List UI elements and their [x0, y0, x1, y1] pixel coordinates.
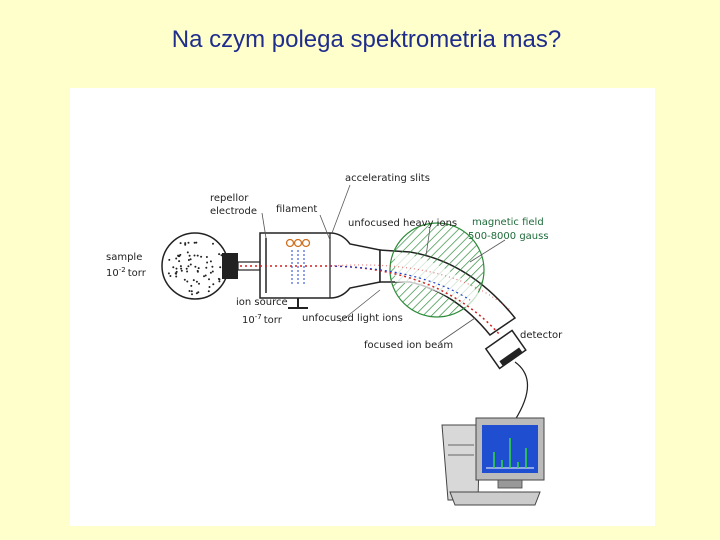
gas-particle — [187, 265, 190, 268]
gas-particle — [209, 260, 212, 263]
gas-particle — [188, 290, 191, 292]
gas-particle — [180, 267, 183, 270]
gas-particle — [175, 272, 178, 275]
gas-particle — [196, 269, 199, 272]
gas-particle — [212, 283, 215, 286]
gas-particle — [212, 242, 214, 245]
gas-particle — [189, 258, 192, 261]
label-electrode: electrode — [210, 206, 257, 217]
label-field-strength: 500-8000 gauss — [468, 231, 549, 242]
computer-monitor-icon — [441, 417, 545, 506]
gas-particle — [168, 258, 171, 261]
gas-particle — [175, 257, 178, 260]
diagram-panel — [70, 88, 655, 526]
gas-particle — [180, 269, 183, 272]
gas-particle — [200, 255, 203, 258]
gas-particle — [175, 275, 178, 278]
label-sample: sample — [106, 252, 142, 263]
gas-particle — [204, 274, 207, 277]
gas-particle — [189, 263, 192, 266]
gas-particle — [178, 260, 181, 263]
gas-particle — [187, 259, 190, 261]
gas-particle — [184, 242, 187, 245]
gas-particle — [172, 266, 175, 269]
gas-particle — [193, 254, 196, 257]
gas-particle — [209, 271, 212, 274]
gas-particle — [211, 270, 214, 273]
gas-particle — [197, 267, 200, 270]
sample-gas-dots — [167, 241, 223, 296]
filament — [285, 238, 311, 285]
label-repellor: repellor — [210, 193, 249, 204]
label-focused-ion-beam: focused ion beam — [364, 340, 453, 351]
gas-particle — [193, 241, 196, 244]
gas-particle — [206, 261, 209, 264]
label-unfocused-light-ions: unfocused light ions — [302, 313, 403, 324]
gas-particle — [179, 242, 182, 245]
gas-particle — [211, 265, 214, 268]
gas-particle — [175, 267, 178, 270]
pointer-lines — [261, 184, 506, 343]
focused-ion-beam — [240, 265, 501, 336]
gas-particle — [205, 256, 208, 258]
gas-particle — [190, 284, 193, 287]
gas-particle — [197, 291, 200, 294]
label-magnetic-field: magnetic field — [472, 217, 544, 228]
gas-particle — [208, 278, 210, 281]
gas-particle — [195, 280, 198, 283]
gas-particle — [190, 290, 193, 293]
label-accelerating-slits: accelerating slits — [345, 173, 430, 184]
gas-particle — [218, 278, 221, 281]
gas-particle — [186, 251, 189, 254]
gas-particle — [175, 270, 178, 273]
gas-particle — [218, 280, 221, 283]
label-unfocused-heavy-ions: unfocused heavy ions — [348, 218, 457, 229]
unfocused-light-ion-beam — [329, 265, 471, 301]
sample-valve — [222, 253, 238, 279]
gas-particle — [167, 272, 170, 275]
gas-particle — [207, 290, 210, 293]
gas-particle — [179, 253, 182, 256]
gas-particle — [198, 282, 200, 285]
mass-spectrum-icon — [486, 438, 534, 469]
gas-particle — [196, 254, 199, 257]
label-filament: filament — [276, 204, 317, 215]
sample-bulb — [161, 232, 229, 300]
gas-particle — [186, 270, 189, 273]
gas-particle — [188, 254, 191, 257]
gas-particle — [203, 275, 205, 278]
slide-title: Na czym polega spektrometria mas? — [171, 26, 562, 53]
gas-particle — [185, 267, 188, 270]
detector-cable — [514, 361, 528, 421]
gas-particle — [169, 275, 172, 277]
gas-particle — [179, 265, 182, 268]
gas-particle — [195, 241, 198, 244]
gas-particle — [195, 292, 198, 295]
gas-particle — [218, 253, 221, 256]
gas-particle — [205, 266, 208, 269]
detector — [484, 329, 527, 370]
gas-particle — [208, 286, 211, 288]
label-detector: detector — [520, 330, 563, 341]
gas-particle — [186, 280, 189, 283]
gas-particle — [219, 266, 222, 269]
label-ion-source: ion source — [236, 297, 288, 308]
gas-particle — [187, 241, 190, 244]
gas-particle — [191, 293, 193, 296]
gas-particle — [194, 265, 197, 268]
gas-particle — [177, 254, 180, 257]
gas-particle — [183, 278, 186, 281]
gas-particle — [192, 279, 195, 282]
gas-particle — [184, 243, 187, 246]
